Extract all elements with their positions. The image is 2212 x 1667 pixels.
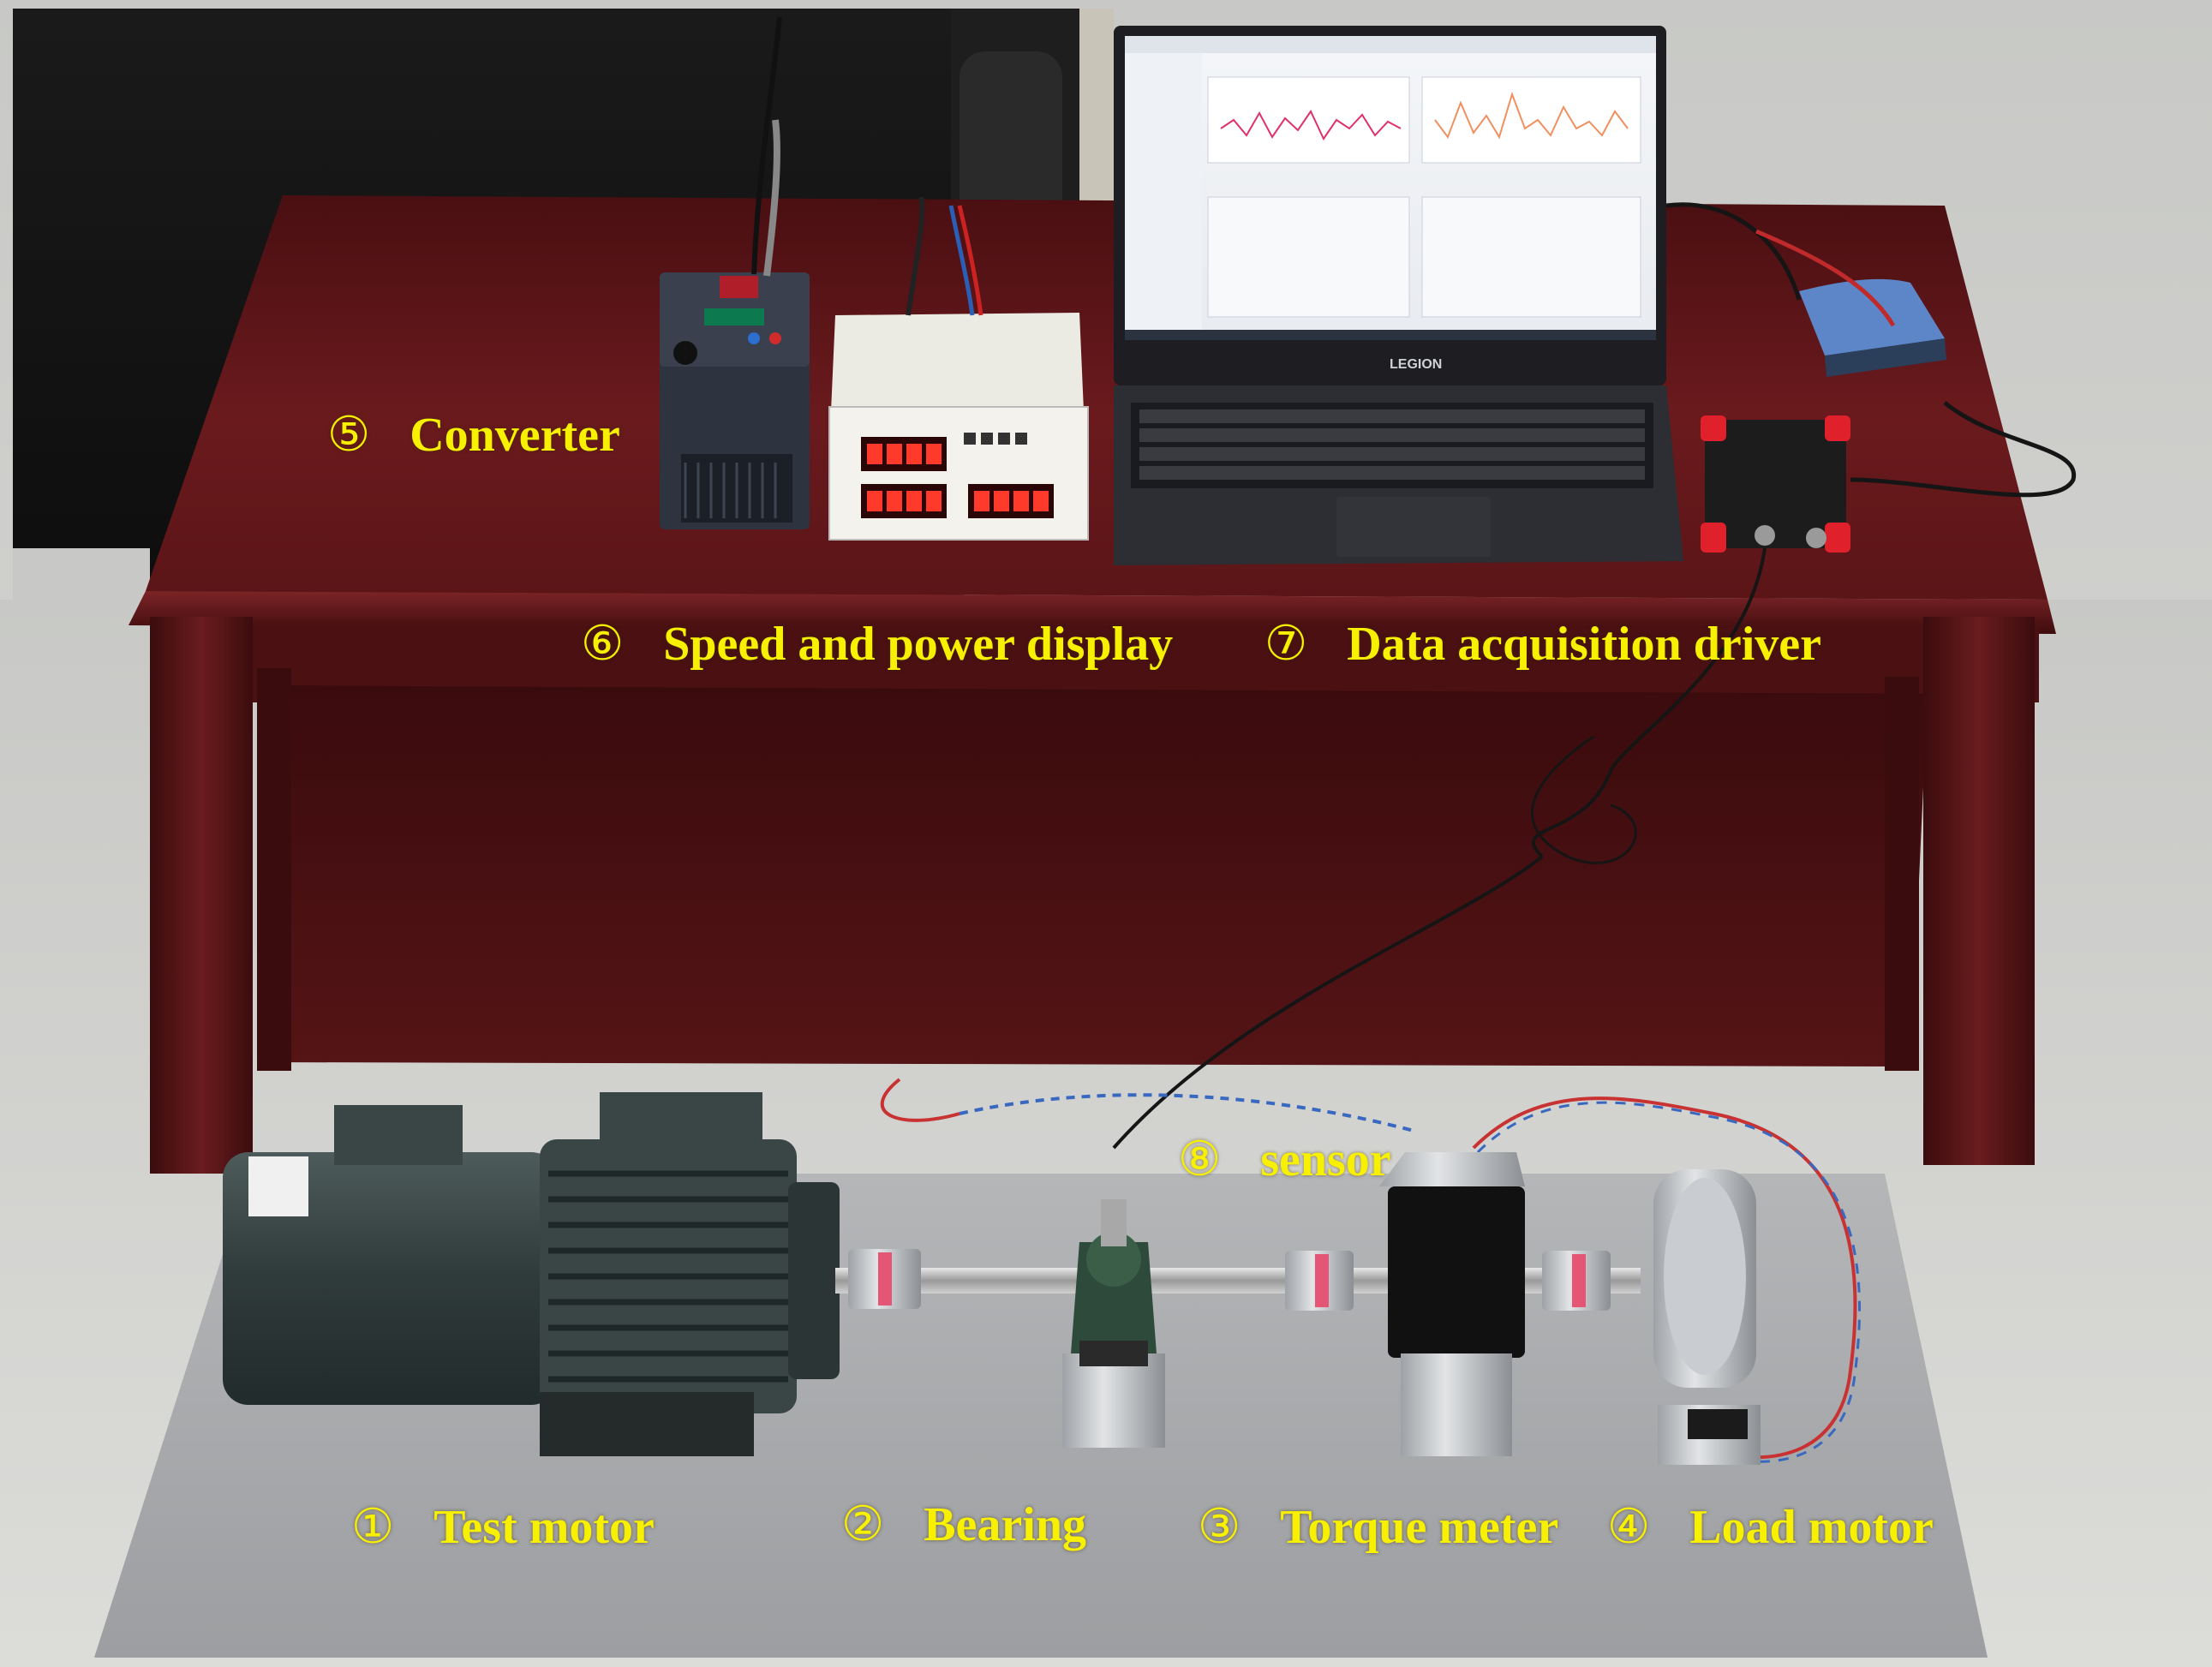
label-number: ②	[841, 1498, 885, 1551]
label-number: ⑤	[327, 409, 371, 462]
label-text: Converter	[410, 409, 620, 462]
label-number: ④	[1607, 1501, 1651, 1554]
label-number: ⑥	[581, 618, 625, 671]
label-bearing: ② Bearing	[841, 1501, 1086, 1549]
label-text: Test motor	[433, 1501, 655, 1554]
label-sensor: ⑧ sensor	[1178, 1136, 1391, 1184]
label-text: Bearing	[924, 1498, 1086, 1551]
label-torque-meter: ③ Torque meter	[1198, 1503, 1558, 1551]
label-text: Speed and power display	[663, 618, 1174, 671]
label-text: Data acquisition driver	[1347, 618, 1821, 671]
label-text: Torque meter	[1280, 1501, 1559, 1554]
label-test-motor: ① Test motor	[351, 1503, 655, 1551]
label-speed-power-display: ⑥ Speed and power display	[581, 620, 1173, 668]
label-data-acquisition-driver: ⑦ Data acquisition driver	[1264, 620, 1821, 668]
label-number: ①	[351, 1501, 395, 1554]
label-number: ⑦	[1264, 618, 1308, 671]
label-number: ③	[1198, 1501, 1241, 1554]
label-text: Load motor	[1689, 1501, 1934, 1554]
label-load-motor: ④ Load motor	[1607, 1503, 1934, 1551]
label-converter: ⑤ Converter	[327, 411, 620, 459]
label-number: ⑧	[1178, 1133, 1222, 1186]
laptop-brand: LEGION	[1390, 357, 1442, 372]
label-text: sensor	[1260, 1133, 1391, 1186]
